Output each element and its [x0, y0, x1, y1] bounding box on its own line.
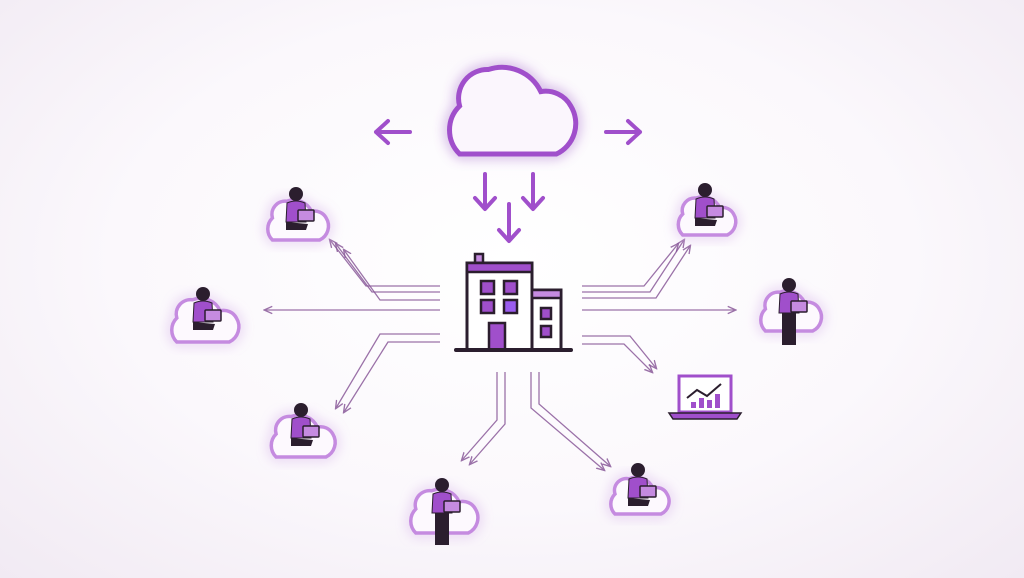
remote-worker-nodes [170, 183, 824, 545]
arrow-down-icon [497, 202, 521, 243]
person-legs [286, 222, 308, 230]
window [479, 279, 496, 296]
arrow-left-icon [374, 119, 412, 145]
chart-bar [707, 400, 712, 408]
person-legs [782, 313, 796, 345]
person-head [294, 403, 308, 417]
laptop-icon [706, 205, 724, 218]
door [487, 321, 507, 352]
connection-arrow [336, 333, 440, 408]
node-person-laptop-cloud-icon [759, 278, 824, 345]
laptop-icon [302, 425, 320, 438]
connection-arrow [330, 240, 440, 287]
connection-arrow [530, 372, 604, 470]
roof-band [465, 261, 534, 274]
connection-arrow [582, 240, 684, 293]
connection-arrow [344, 250, 440, 301]
person-head [289, 187, 303, 201]
person-legs [695, 218, 717, 226]
person-legs [628, 498, 650, 506]
window [502, 279, 519, 296]
node-person-laptop-cloud-icon [676, 183, 738, 237]
laptop-icon [639, 485, 657, 498]
arrow-down-icon [473, 172, 497, 211]
connection-arrow [582, 335, 656, 368]
node-person-laptop-cloud-icon [609, 463, 671, 516]
person-head [435, 478, 449, 492]
person-legs [435, 513, 449, 545]
connection-arrow [538, 372, 610, 466]
connection-arrow [344, 341, 440, 412]
connection-arrow [582, 246, 690, 299]
node-person-laptop-cloud-icon [170, 287, 241, 344]
window [539, 324, 553, 339]
laptop-base [667, 412, 743, 420]
laptop-icon [204, 309, 222, 322]
chart-trend-line [686, 383, 722, 399]
laptop-icon [297, 209, 315, 222]
person-head [698, 183, 712, 197]
window [479, 298, 496, 315]
connection-lines [265, 240, 735, 470]
connection-arrow [336, 244, 440, 293]
node-person-laptop-cloud-icon [266, 187, 331, 242]
arrow-down-icon [521, 172, 545, 211]
cloud-icon [447, 64, 579, 157]
person-head [196, 287, 210, 301]
office-building-icon [454, 252, 573, 352]
chart-bar [691, 402, 696, 408]
person-head [782, 278, 796, 292]
laptop-icon [790, 300, 808, 313]
person-legs [193, 322, 215, 330]
side-roof-band [530, 288, 563, 300]
person-head [631, 463, 645, 477]
node-laptop-chart-icon [667, 374, 743, 420]
chart-bar [715, 394, 720, 408]
connection-arrow [582, 244, 678, 287]
arrow-right-icon [604, 119, 642, 145]
node-person-laptop-cloud-icon [269, 403, 337, 459]
node-person-laptop-cloud-icon [409, 478, 480, 545]
window [502, 298, 519, 315]
connection-arrow [470, 372, 506, 464]
connection-arrow [582, 343, 652, 372]
window [539, 306, 553, 321]
person-legs [291, 438, 313, 446]
laptop-icon [443, 500, 461, 513]
main-cloud-group [374, 64, 642, 243]
chart-bar [699, 398, 704, 408]
connection-arrow [462, 372, 498, 460]
